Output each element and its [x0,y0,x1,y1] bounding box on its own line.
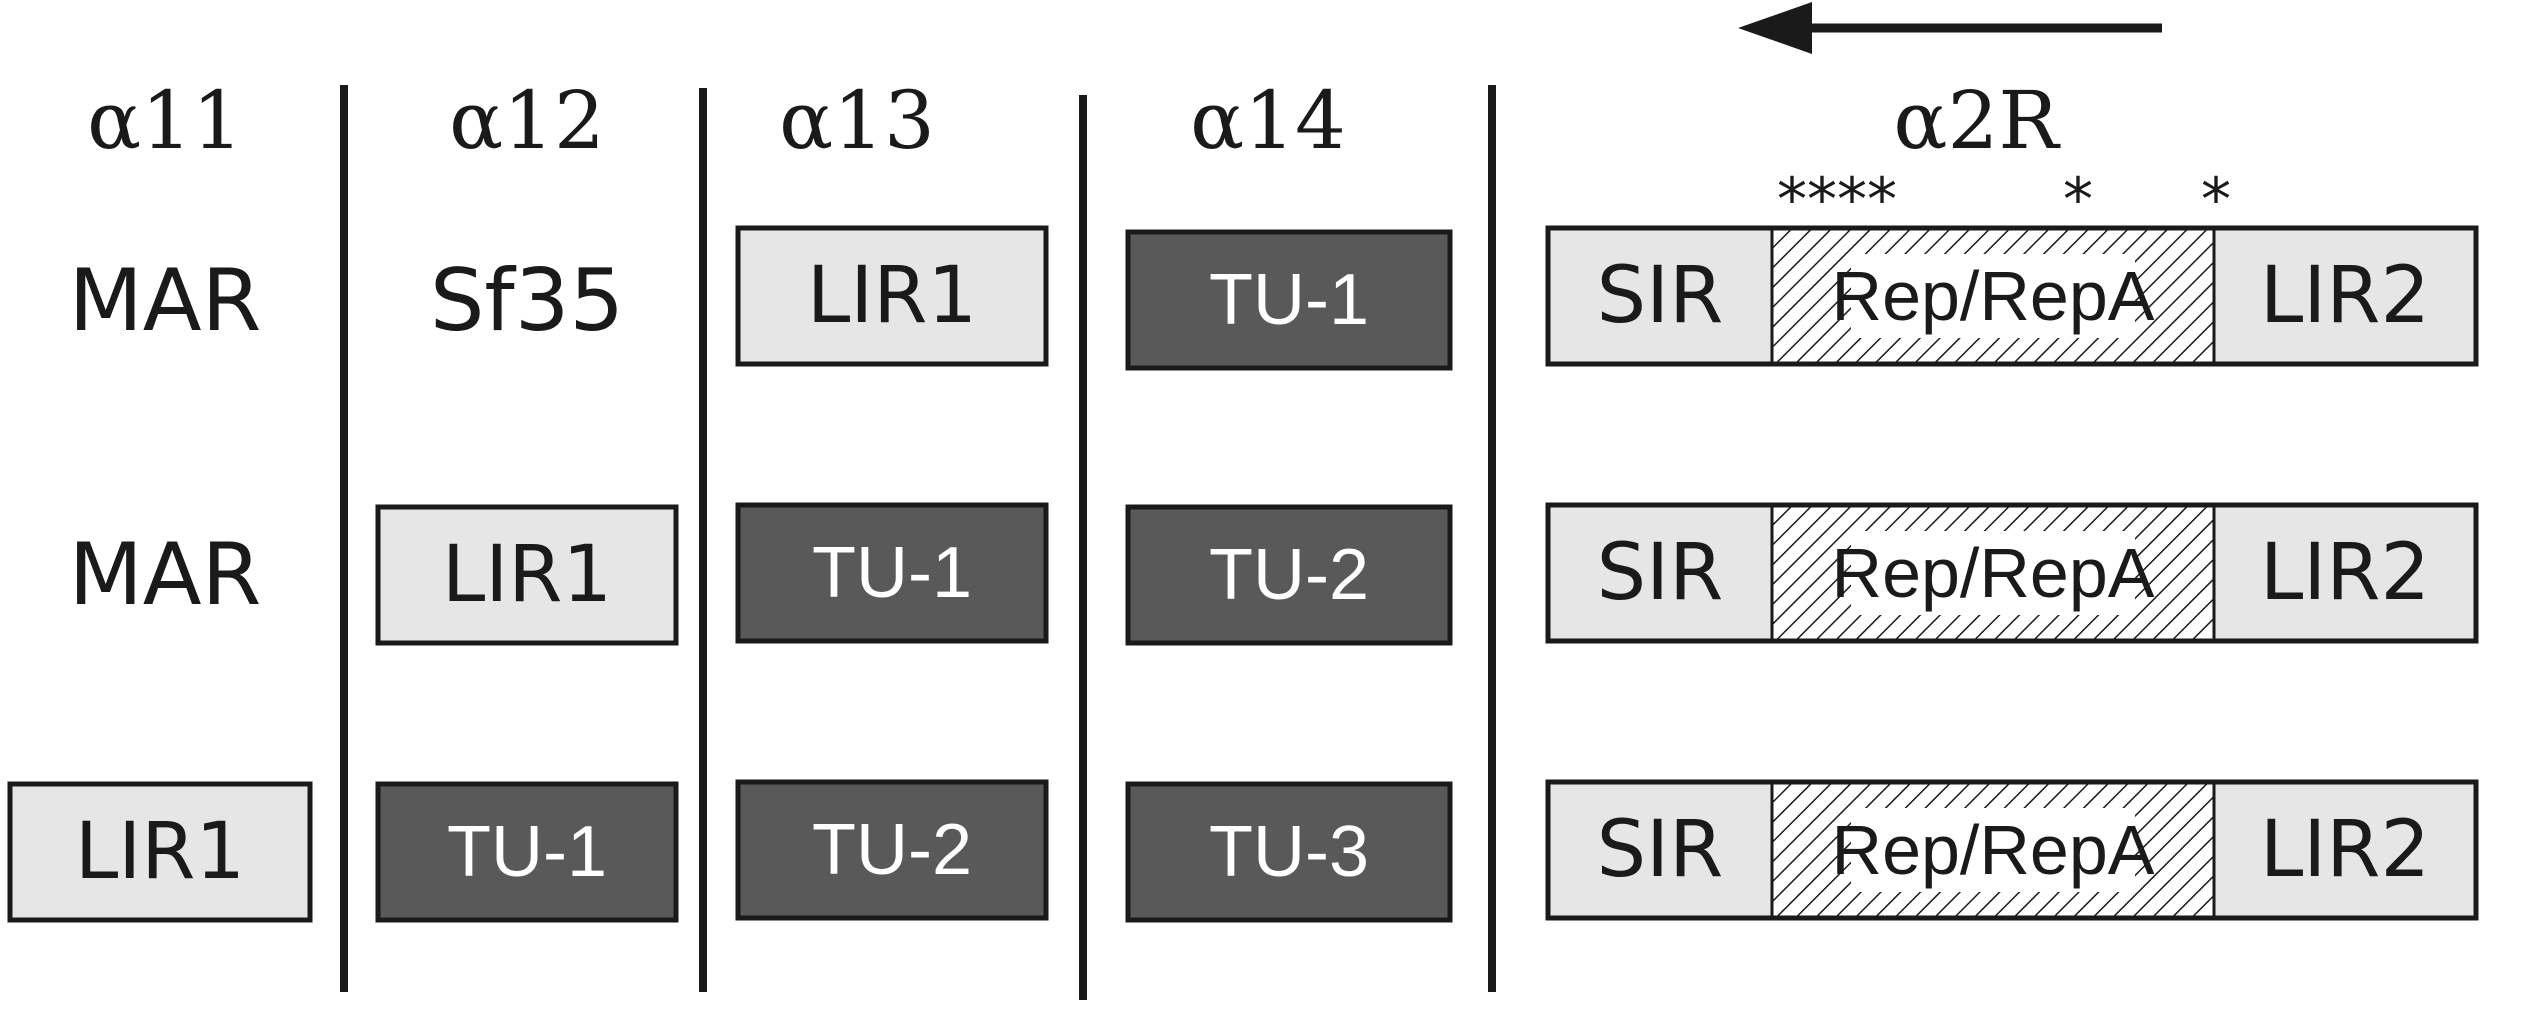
lir1-box: LIR1 [7,781,313,923]
svg-text:LIR1: LIR1 [75,807,245,897]
site-marker: * [2201,165,2231,235]
sir-label: SIR [1597,251,1724,341]
svg-text:TU-3: TU-3 [1209,812,1369,892]
sir-box [1548,782,1772,918]
column-title-a11: α11 [87,74,243,167]
sir-box [1548,505,1772,641]
rep-repa-label: Rep/RepA [1832,257,2155,335]
svg-text:TU-2: TU-2 [812,810,972,890]
svg-text:LIR1: LIR1 [807,251,977,341]
label-sf35: Sf35 [430,251,624,351]
lir2-label: LIR2 [2260,805,2430,895]
a2r-unit-row: SIR Rep/RepA LIR2 [1545,502,2479,644]
a2r-unit-row: SIR Rep/RepA LIR2 [1545,779,2479,921]
lir2-label: LIR2 [2260,251,2430,341]
svg-text:TU-1: TU-1 [447,812,607,892]
site-marker: * [2063,165,2093,235]
tu-1-box: TU-1 [375,781,679,923]
lir2-box [2214,505,2476,641]
column-title-a13: α13 [779,74,935,167]
tu-2-box: TU-2 [735,779,1049,921]
column-title-a14: α14 [1190,74,1346,167]
site-marker-cluster: **** [1777,165,1897,235]
label-mar: MAR [69,251,262,351]
lir1-box: LIR1 [735,225,1049,367]
rep-repa-label: Rep/RepA [1832,534,2155,612]
a2r-unit-row: SIR Rep/RepA LIR2 [1545,225,2479,367]
arrow-left-icon [1738,2,2162,54]
column-title-a12: α12 [449,74,605,167]
sir-box [1548,228,1772,364]
tu-2-box: TU-2 [1125,504,1453,646]
tu-1-box: TU-1 [735,502,1049,644]
sir-label: SIR [1597,805,1724,895]
svg-text:LIR1: LIR1 [442,530,612,620]
sir-label: SIR [1597,528,1724,618]
svg-text:TU-1: TU-1 [812,533,972,613]
rep-repa-label: Rep/RepA [1832,811,2155,889]
tu-1-box: TU-1 [1125,229,1453,371]
lir1-box: LIR1 [375,504,679,646]
lir2-box [2214,782,2476,918]
svg-text:TU-2: TU-2 [1209,535,1369,615]
lir2-box [2214,228,2476,364]
tu-3-box: TU-3 [1125,781,1453,923]
lir2-label: LIR2 [2260,528,2430,618]
column-title-a2r: α2R [1893,74,2061,167]
label-mar: MAR [69,525,262,625]
svg-text:TU-1: TU-1 [1209,260,1369,340]
